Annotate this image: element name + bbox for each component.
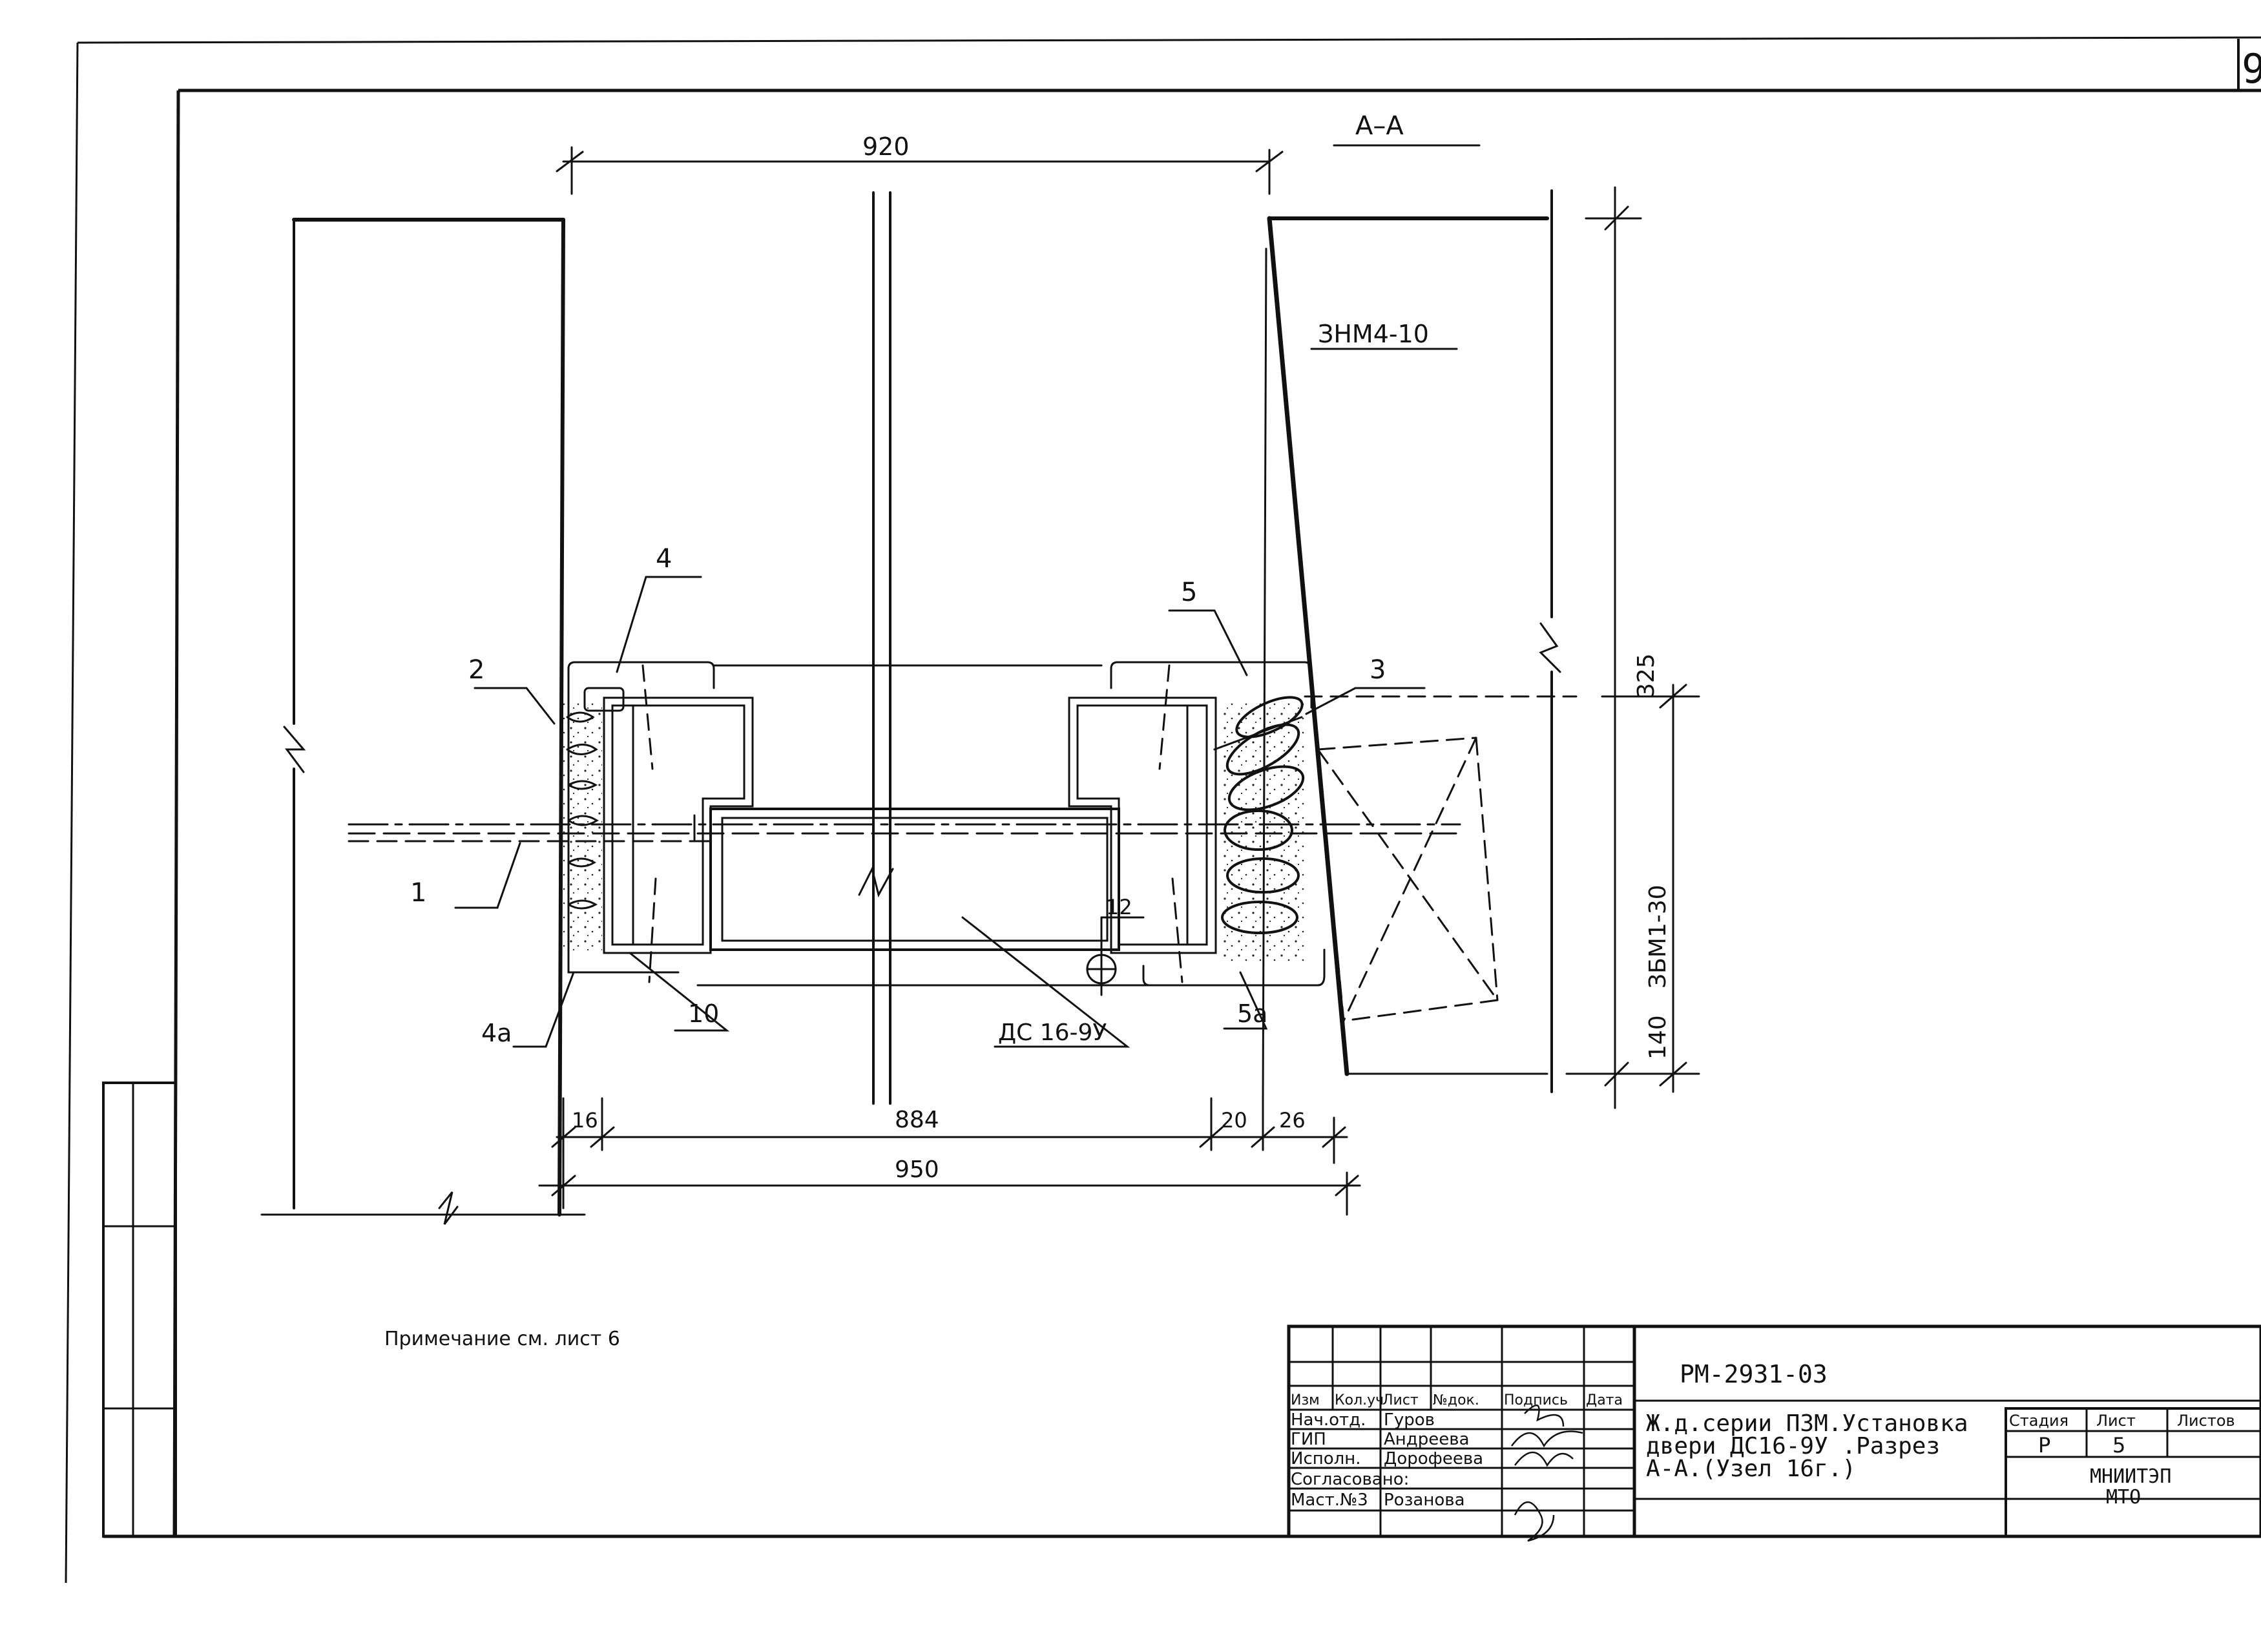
role-0: Нач.отд.: [1291, 1410, 1366, 1430]
dim-height-total: 325: [1633, 653, 1660, 698]
description-line-3: А-А.(Узел 16г.): [1646, 1456, 1856, 1482]
callout-4: 4: [656, 544, 672, 574]
title-block: [1287, 1324, 2261, 1542]
name-4: Розанова: [1384, 1490, 1465, 1510]
col-sign: Подпись: [1504, 1392, 1568, 1408]
beam-box: [1304, 695, 1578, 1022]
dimensions: [538, 144, 1700, 1216]
dim-bottom-inner: 884: [895, 1107, 939, 1133]
col-izm: Изм: [1291, 1392, 1320, 1408]
callout-10: 10: [688, 999, 719, 1028]
wall-label: ЗНМ4-10: [1318, 320, 1429, 348]
role-2: Исполн.: [1291, 1449, 1361, 1469]
door-leaf: [858, 191, 894, 1105]
section-label: А–А: [1355, 111, 1404, 141]
door-label: ДС 16-9У: [998, 1019, 1107, 1046]
header-cols: Изм Кол.уч Лист №док. Подпись Дата: [1291, 1392, 1623, 1408]
col-date: Дата: [1586, 1392, 1623, 1408]
callout-1: 1: [410, 878, 426, 908]
callout-5a: 5а: [1237, 999, 1267, 1028]
sheet-value: 5: [2112, 1433, 2125, 1458]
stage-header: Стадия Лист Листов: [2009, 1412, 2235, 1430]
role-1: ГИП: [1291, 1430, 1326, 1449]
col-kol: Кол.уч: [1335, 1392, 1384, 1408]
role-3: Согласовано:: [1291, 1470, 1409, 1489]
left-slab: [260, 218, 586, 1225]
sheet-number: 9: [2242, 45, 2261, 92]
leaders: [454, 576, 1426, 1048]
stage-header-sheet: Лист: [2096, 1412, 2136, 1430]
people-list: Нач.отд. Гуров ГИП Андреева Исполн. Доро…: [1291, 1410, 1483, 1510]
stage-header-sheets: Листов: [2177, 1412, 2235, 1430]
dim-gap-a: 20: [1221, 1108, 1247, 1133]
callout-12: 12: [1106, 895, 1132, 919]
org-line-1: МНИИТЭП: [2090, 1465, 2171, 1488]
sheet-frame: [65, 36, 2261, 1584]
description-line-2: двери ДС16-9У .Разрез: [1646, 1433, 1940, 1459]
org-line-2: МТО: [2106, 1486, 2141, 1509]
col-doc: №док.: [1433, 1392, 1479, 1408]
name-2: Дорофеева: [1384, 1449, 1483, 1469]
callout-4a: 4а: [481, 1019, 512, 1047]
right-wall: [1262, 189, 1561, 1100]
beam-label: ЗБМ1-30: [1645, 884, 1671, 988]
right-filling: [1213, 696, 1305, 963]
doc-code: РМ-2931-03: [1680, 1360, 1828, 1388]
callout-2: 2: [468, 655, 484, 685]
callout-3: 3: [1370, 655, 1386, 685]
dim-bottom-outer: 950: [895, 1156, 939, 1183]
dim-gap-b: 26: [1279, 1108, 1306, 1133]
stage-value: Р: [2038, 1433, 2050, 1458]
door-frame: [567, 661, 1326, 996]
left-filling: [563, 703, 602, 952]
callout-5: 5: [1181, 578, 1197, 607]
dim-height-low: 140: [1645, 1015, 1671, 1060]
col-list: Лист: [1382, 1392, 1419, 1408]
dim-left: 16: [572, 1108, 598, 1133]
name-1: Андреева: [1384, 1430, 1470, 1449]
note: Примечание см. лист 6: [384, 1328, 620, 1350]
dim-top: 920: [862, 132, 910, 161]
stage-header-stage: Стадия: [2009, 1412, 2068, 1430]
name-0: Гуров: [1384, 1410, 1435, 1430]
section-drawing: [260, 144, 1700, 1225]
role-4: Маст.№3: [1291, 1490, 1368, 1510]
description-line-1: Ж.д.серии П3М.Установка: [1646, 1410, 1968, 1437]
